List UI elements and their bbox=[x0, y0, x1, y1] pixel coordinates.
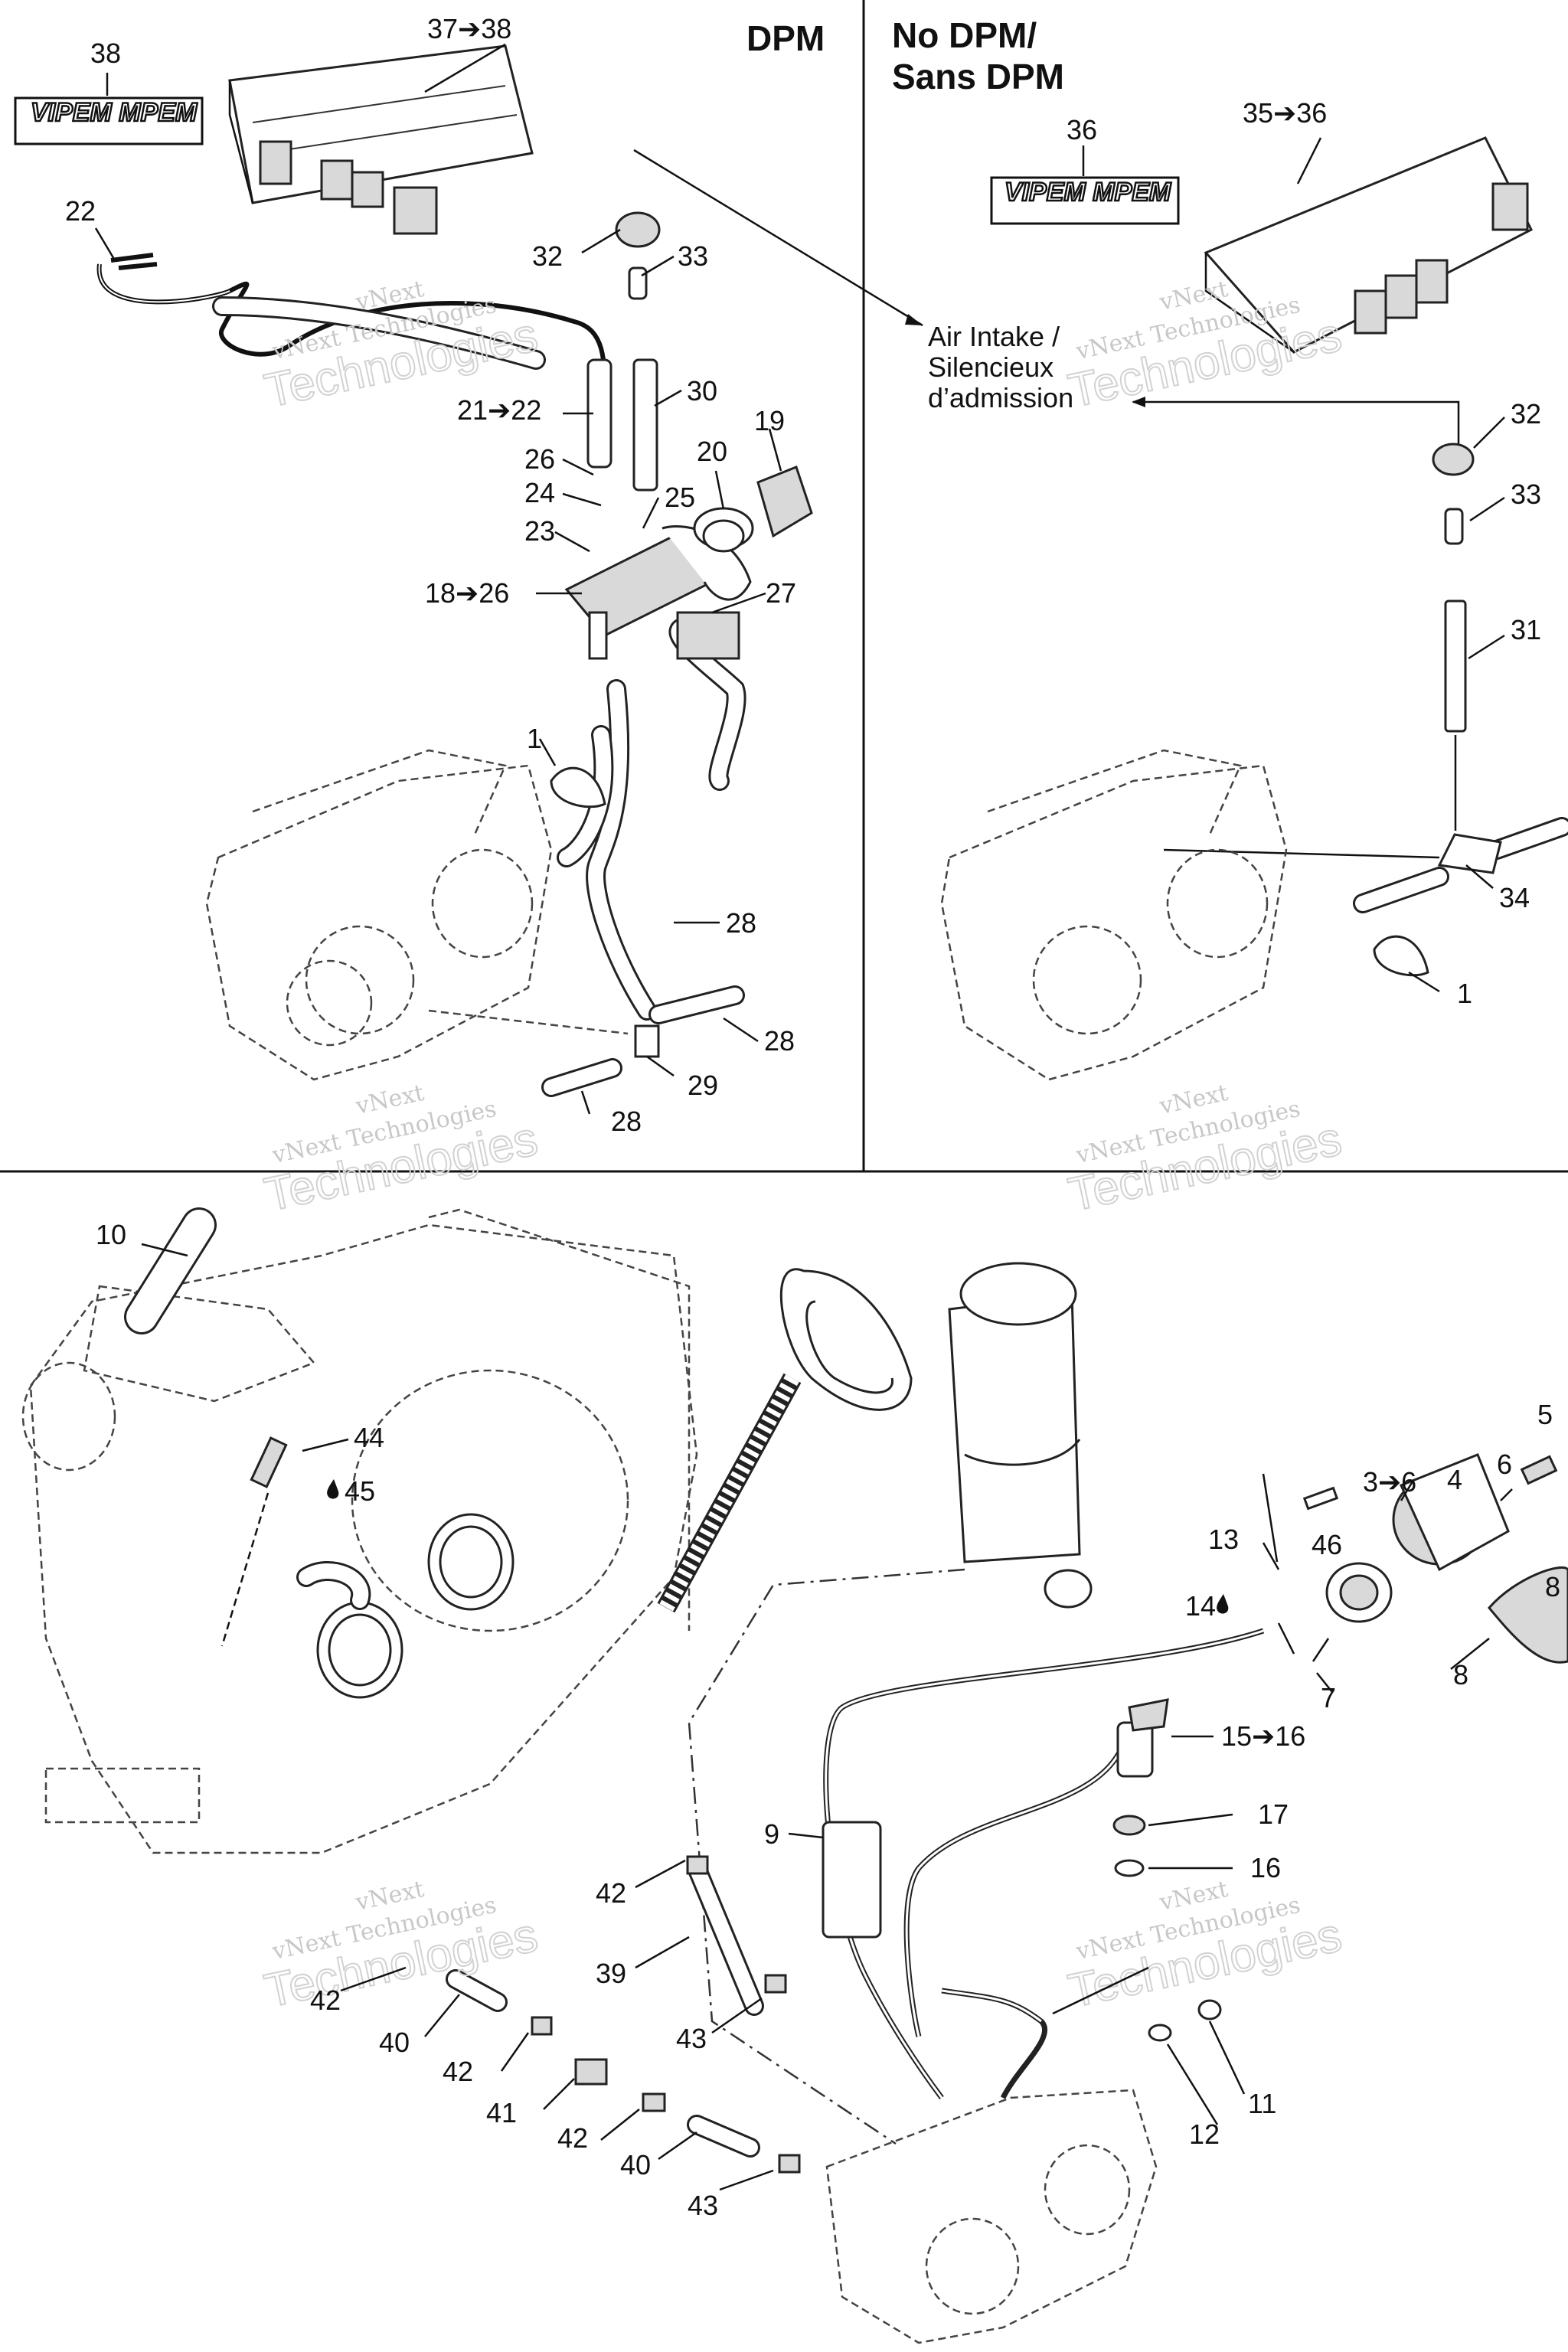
callout-8-a: 8 bbox=[1545, 1571, 1560, 1602]
callout-28-b: 28 bbox=[764, 1025, 795, 1057]
callout-8-b: 8 bbox=[1453, 1659, 1468, 1690]
callout-30: 30 bbox=[687, 375, 717, 407]
callout-34: 34 bbox=[1499, 882, 1530, 913]
header-no-dpm: No DPM/ bbox=[892, 15, 1037, 55]
callout-7: 7 bbox=[1321, 1682, 1336, 1713]
callout-15-16: 15➔16 bbox=[1221, 1720, 1305, 1752]
callout-18-26: 18➔26 bbox=[425, 577, 509, 609]
nipple-44 bbox=[220, 1436, 288, 1647]
callout-31: 31 bbox=[1511, 614, 1541, 645]
callout-33-left: 33 bbox=[678, 240, 708, 272]
callout-19: 19 bbox=[754, 405, 785, 436]
section-dividers bbox=[0, 0, 1568, 1173]
callout-40-a: 40 bbox=[379, 2027, 410, 2058]
o-ring-1-left bbox=[550, 766, 606, 808]
air-intake-note: Air Intake / Silencieux d’admission bbox=[633, 149, 1460, 448]
callout-14: 14 bbox=[1185, 1590, 1216, 1622]
callout-42-a: 42 bbox=[596, 1877, 626, 1909]
carburetor-bottom-ghost bbox=[825, 2089, 1158, 2344]
callout-6: 6 bbox=[1497, 1449, 1512, 1480]
callout-5: 5 bbox=[1537, 1399, 1553, 1430]
throttle-housing bbox=[1302, 1453, 1568, 1664]
callout-13: 13 bbox=[1208, 1524, 1239, 1555]
svg-text:d’admission: d’admission bbox=[928, 382, 1073, 413]
callout-16: 16 bbox=[1250, 1852, 1281, 1883]
callout-17: 17 bbox=[1258, 1798, 1289, 1830]
callout-42-b: 42 bbox=[310, 1984, 341, 2016]
callout-12: 12 bbox=[1189, 2118, 1220, 2150]
throttle-cable-9 bbox=[822, 1628, 1265, 2100]
engine-intake-manifolds bbox=[296, 1513, 514, 1699]
callout-43-a: 43 bbox=[676, 2023, 707, 2054]
lubricant-drop-icon-45 bbox=[327, 1479, 339, 1499]
callout-11: 11 bbox=[1248, 2088, 1276, 2119]
no-dpm-hose-assembly bbox=[1163, 443, 1568, 913]
callout-22: 22 bbox=[65, 195, 96, 227]
svg-text:Silencieux: Silencieux bbox=[928, 351, 1054, 383]
callout-3-6: 3➔6 bbox=[1363, 1466, 1416, 1498]
callout-24: 24 bbox=[524, 477, 555, 508]
callout-46: 46 bbox=[1312, 1529, 1342, 1560]
svg-text:Air Intake /: Air Intake / bbox=[928, 321, 1060, 352]
callout-leaders bbox=[94, 43, 1513, 2191]
header-dpm: DPM bbox=[746, 18, 825, 58]
callout-1-left: 1 bbox=[527, 723, 542, 754]
callout-41: 41 bbox=[486, 2097, 517, 2128]
vacuum-hoses-left bbox=[541, 679, 745, 1097]
mpem-module-left bbox=[228, 44, 534, 235]
o-ring-1-right bbox=[1373, 935, 1429, 977]
mpem-module-right bbox=[1204, 136, 1534, 354]
clamps-and-connectors bbox=[446, 1855, 1222, 2174]
vent-hose-10 bbox=[124, 1207, 217, 1334]
callout-39: 39 bbox=[596, 1958, 626, 1989]
callout-45: 45 bbox=[345, 1475, 375, 1507]
callout-29: 29 bbox=[688, 1070, 718, 1101]
throttle-switch-15 bbox=[1112, 1698, 1169, 1877]
callout-9: 9 bbox=[764, 1818, 779, 1850]
callout-37-38: 37➔38 bbox=[427, 13, 511, 44]
mpem-logo-decal-left: VIPEM MPEM bbox=[14, 96, 204, 145]
callout-28-c: 28 bbox=[611, 1106, 642, 1137]
lubricant-drop-icon-14 bbox=[1217, 1594, 1229, 1614]
callout-21-22: 21➔22 bbox=[457, 394, 541, 426]
callout-33-right: 33 bbox=[1511, 479, 1541, 510]
callout-44: 44 bbox=[354, 1422, 384, 1453]
header-sans-dpm: Sans DPM bbox=[892, 57, 1064, 96]
callout-43-b: 43 bbox=[688, 2190, 718, 2221]
wiring-harness bbox=[96, 253, 607, 399]
callout-42-c: 42 bbox=[443, 2056, 473, 2087]
air-silencer-and-tube bbox=[657, 1262, 1093, 2145]
svg-text:VIPEM MPEM: VIPEM MPEM bbox=[1004, 178, 1171, 207]
callout-10: 10 bbox=[96, 1219, 126, 1250]
svg-text:VIPEM MPEM: VIPEM MPEM bbox=[31, 98, 198, 127]
callout-23: 23 bbox=[524, 515, 555, 547]
callout-20: 20 bbox=[697, 436, 727, 467]
carburetor-ghost-left bbox=[205, 749, 629, 1081]
carburetor-ghost-right bbox=[940, 749, 1288, 1081]
mpem-logo-decal-right: VIPEM MPEM bbox=[990, 176, 1180, 225]
callout-labels: 38 37➔38 22 32 33 21➔22 30 19 20 26 24 2… bbox=[65, 13, 1560, 2221]
callout-1-right: 1 bbox=[1457, 978, 1472, 1009]
callout-25: 25 bbox=[665, 482, 695, 513]
callout-28-a: 28 bbox=[726, 907, 756, 939]
callout-42-d: 42 bbox=[557, 2122, 588, 2154]
callout-27: 27 bbox=[766, 577, 796, 609]
callout-32-left: 32 bbox=[532, 240, 563, 272]
callout-38: 38 bbox=[90, 38, 121, 69]
callout-40-b: 40 bbox=[620, 2149, 651, 2180]
callout-36: 36 bbox=[1067, 114, 1097, 145]
callout-35-36: 35➔36 bbox=[1243, 97, 1327, 129]
dpm-solenoid-assembly bbox=[564, 211, 813, 791]
callout-32-right: 32 bbox=[1511, 398, 1541, 430]
callout-4: 4 bbox=[1447, 1464, 1462, 1495]
callout-26: 26 bbox=[524, 443, 555, 475]
